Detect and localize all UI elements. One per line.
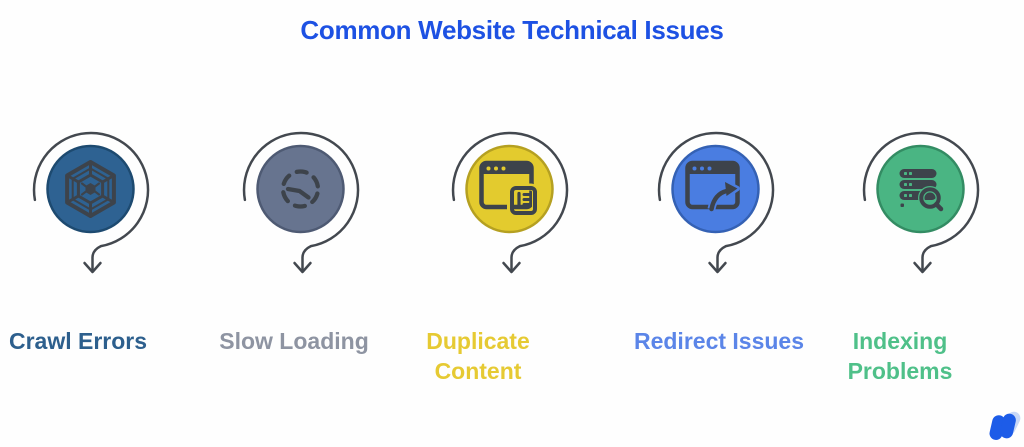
item-circle: [256, 144, 345, 234]
page-title: Common Website Technical Issues: [300, 15, 724, 45]
down-arrowhead-icon: [913, 261, 932, 274]
loop-arrow: [32, 131, 150, 273]
down-arrowhead-icon: [83, 261, 102, 274]
item-label-slow-loading: Slow Loading: [219, 328, 369, 354]
item-figure-duplicate-content: [451, 131, 569, 274]
loop-arrow: [451, 131, 569, 273]
spider-web-icon: [65, 160, 116, 218]
item-figure-slow-loading: [242, 131, 360, 274]
dashed-clock-icon: [280, 169, 321, 209]
server-search-icon: [899, 169, 944, 212]
down-arrowhead-icon: [502, 261, 521, 274]
loop-arrow: [862, 131, 980, 273]
item-label-duplicate-content: Duplicate Content: [426, 328, 530, 384]
item-figure-indexing-problems: [862, 131, 980, 274]
item-label-indexing-problems: Indexing Problems: [847, 328, 953, 384]
document-icon: [510, 186, 537, 215]
window-copy-icon: [479, 160, 539, 218]
item-label-redirect-issues: Redirect Issues: [633, 328, 805, 354]
loop-arrow: [657, 131, 775, 273]
magnifier-icon: [919, 187, 944, 212]
redirect-arrow-icon: [709, 188, 729, 212]
loop-arrow: [242, 131, 360, 273]
window-redirect-icon: [685, 160, 740, 212]
down-arrowhead-icon: [293, 261, 312, 274]
item-figure-redirect-issues: [657, 131, 775, 274]
brand-logo-icon: [989, 411, 1021, 440]
item-figure-crawl-errors: [32, 131, 150, 274]
item-label-crawl-errors: Crawl Errors: [8, 328, 148, 354]
down-arrowhead-icon: [708, 261, 727, 274]
